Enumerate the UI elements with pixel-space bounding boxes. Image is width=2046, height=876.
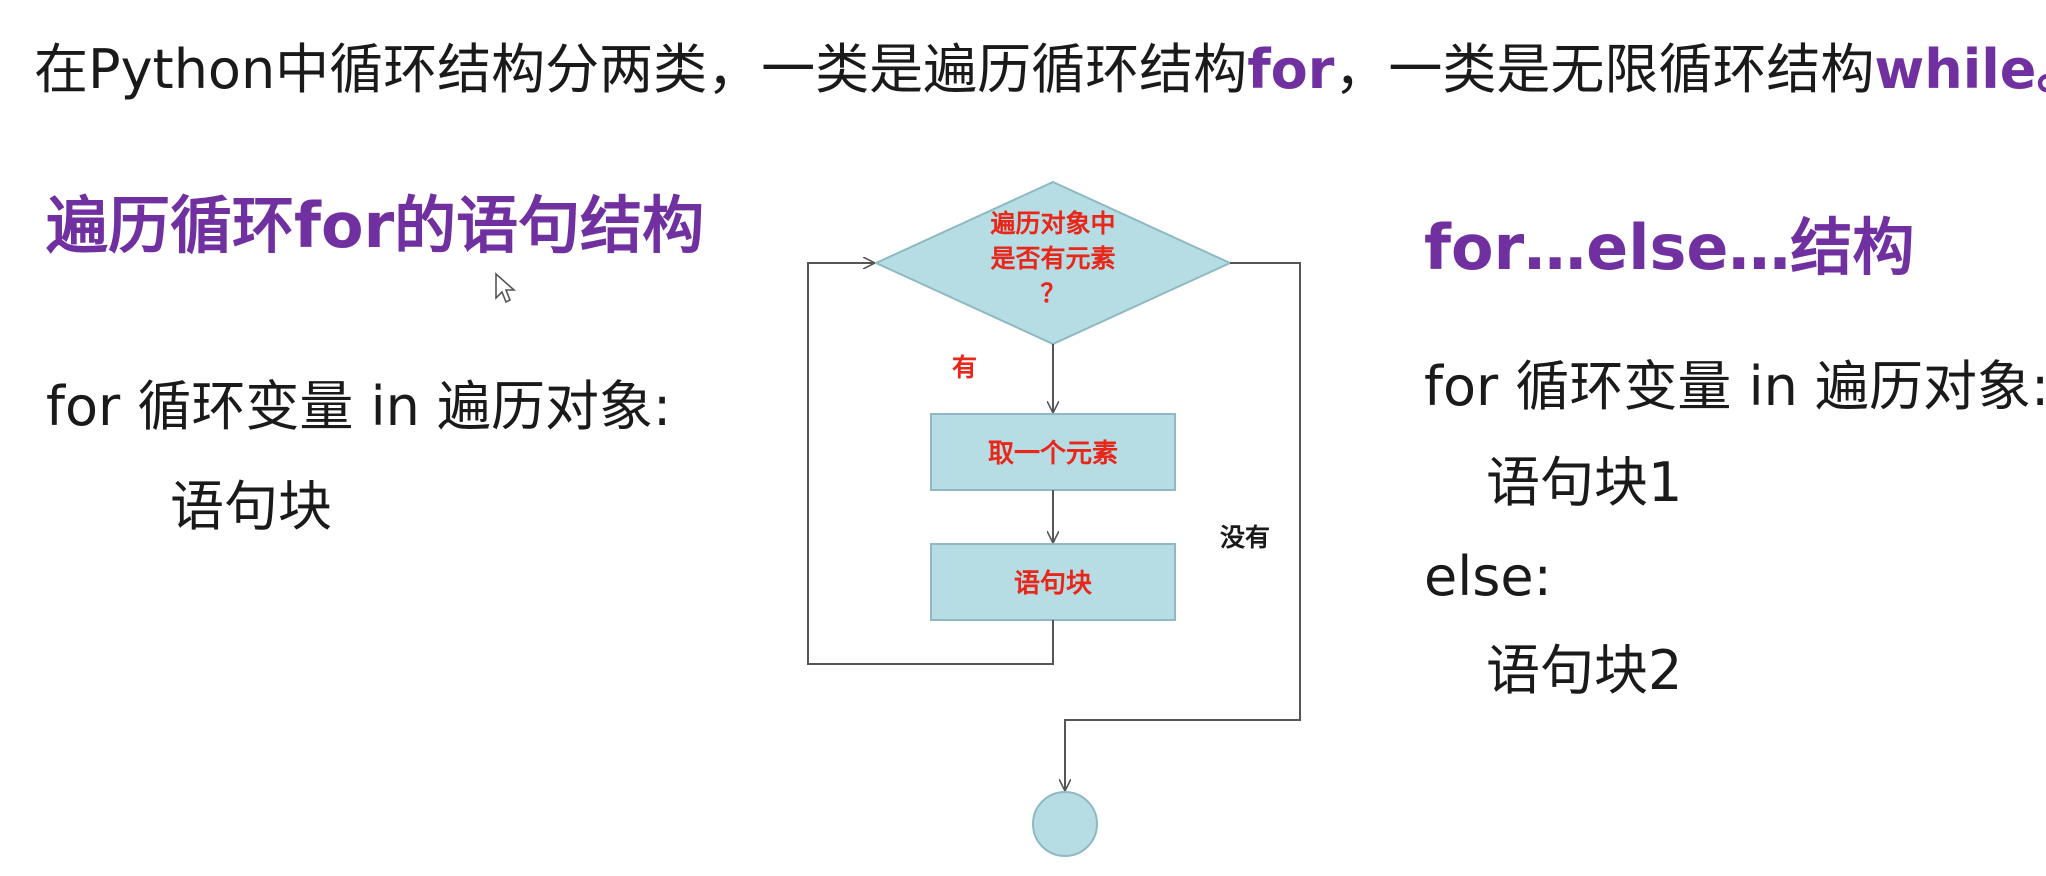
for-syntax-title: 遍历循环for的语句结构 — [46, 189, 705, 262]
for-else-line-2: 语句块1 — [1486, 451, 1683, 514]
intro-period: 。 — [2036, 38, 2046, 101]
statement-block-text: 语句块 — [1014, 569, 1092, 599]
keyword-while: while — [1874, 38, 2037, 101]
exit-connector — [1065, 262, 1301, 790]
keyword-for: for — [1247, 38, 1335, 101]
for-else-line-3: else: — [1424, 545, 1552, 608]
decision-text-line-2: 是否有元素 — [990, 244, 1115, 273]
take-element-text: 取一个元素 — [988, 439, 1118, 469]
no-label: 没有 — [1220, 523, 1270, 552]
decision-text-line-3: ？ — [1040, 279, 1065, 308]
yes-label: 有 — [952, 353, 977, 382]
loop-back-connector — [807, 263, 1054, 665]
for-else-line-4: 语句块2 — [1486, 639, 1683, 702]
mouse-pointer-icon — [495, 272, 517, 304]
end-terminal — [1032, 791, 1098, 857]
decision-text-line-1: 遍历对象中 — [990, 209, 1115, 238]
take-element-box — [930, 413, 1176, 491]
for-else-title: for…else…结构 — [1424, 211, 1915, 284]
intro-sentence: 在Python中循环结构分两类，一类是遍历循环结构for，一类是无限循环结构wh… — [34, 34, 2046, 106]
intro-text-2: ，一类是无限循环结构 — [1334, 38, 1875, 101]
statement-block-box — [930, 543, 1176, 621]
for-syntax-line-1: for 循环变量 in 遍历对象: — [46, 375, 672, 438]
for-syntax-line-2: 语句块 — [170, 475, 332, 538]
for-else-line-1: for 循环变量 in 遍历对象: — [1424, 355, 2046, 418]
intro-text-1: 在Python中循环结构分两类，一类是遍历循环结构 — [34, 38, 1248, 101]
for-loop-flowchart: 遍历对象中 是否有元素 ？ 有 取一个元素 语句块 没有 — [807, 180, 1301, 857]
